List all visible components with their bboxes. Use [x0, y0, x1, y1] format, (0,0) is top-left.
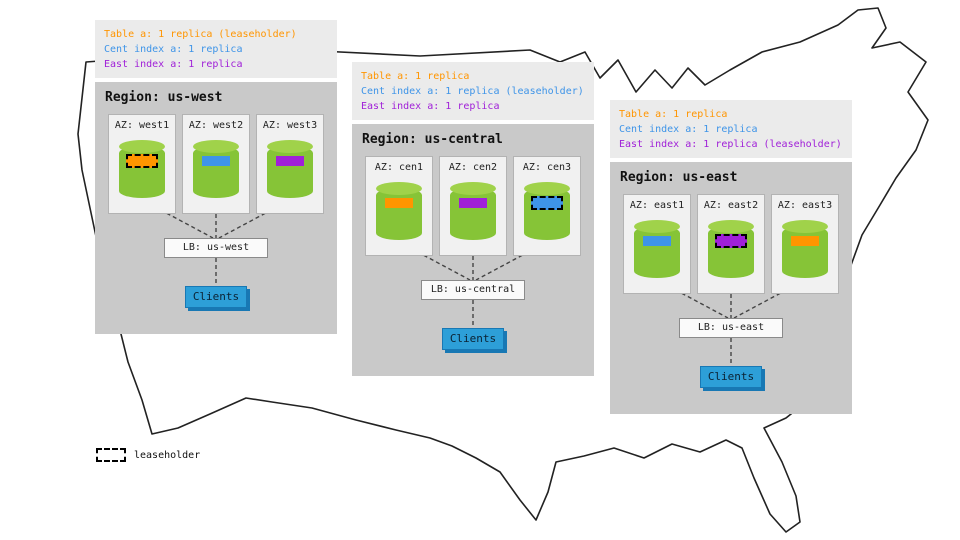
db-cylinder-top	[376, 182, 422, 195]
az-row: AZ: west1 AZ: west2 AZ: west3	[108, 114, 324, 214]
summary-line-table: Table a: 1 replica	[619, 109, 728, 120]
db-cylinder-top	[119, 140, 165, 153]
clients-box: Clients	[185, 286, 247, 308]
clients-box: Clients	[700, 366, 762, 388]
region-title: Region: us-central	[362, 132, 503, 147]
replica-summary: Table a: 1 replica (leaseholder) Cent in…	[95, 20, 337, 78]
summary-line-east-index: East index a: 1 replica (leaseholder)	[619, 139, 842, 150]
az-box: AZ: west1	[108, 114, 176, 214]
db-cylinder	[119, 140, 165, 198]
db-cylinder	[524, 182, 570, 240]
az-box: AZ: east3	[771, 194, 839, 294]
db-cylinder-top	[450, 182, 496, 195]
db-cylinder-body	[193, 146, 239, 198]
load-balancer: LB: us-west	[164, 238, 268, 258]
db-cylinder	[708, 220, 754, 278]
az-label: AZ: east3	[777, 200, 833, 211]
az-row: AZ: cen1 AZ: cen2 AZ: cen3	[365, 156, 581, 256]
db-cylinder-body	[634, 226, 680, 278]
summary-line-table: Table a: 1 replica (leaseholder)	[104, 29, 297, 40]
legend-label: leaseholder	[134, 449, 201, 461]
az-label: AZ: east1	[629, 200, 685, 211]
az-row: AZ: east1 AZ: east2 AZ: east3	[623, 194, 839, 294]
db-cylinder	[267, 140, 313, 198]
db-cylinder-body	[267, 146, 313, 198]
db-cylinder	[782, 220, 828, 278]
replica-bar	[643, 236, 671, 246]
region-panel: Region: us-east AZ: east1 AZ: east2	[610, 162, 852, 414]
az-label: AZ: cen3	[522, 162, 572, 173]
db-cylinder	[376, 182, 422, 240]
replica-bar	[126, 154, 158, 168]
leaseholder-swatch-icon	[96, 448, 126, 462]
az-box: AZ: east1	[623, 194, 691, 294]
region-title: Region: us-west	[105, 90, 223, 105]
db-cylinder-body	[450, 188, 496, 240]
db-cylinder-top	[193, 140, 239, 153]
az-label: AZ: cen2	[448, 162, 498, 173]
replica-bar	[385, 198, 413, 208]
db-cylinder	[450, 182, 496, 240]
az-label: AZ: cen1	[374, 162, 424, 173]
load-balancer: LB: us-east	[679, 318, 783, 338]
az-label: AZ: west1	[114, 120, 170, 131]
az-label: AZ: west3	[262, 120, 318, 131]
db-cylinder-top	[782, 220, 828, 233]
replica-bar	[202, 156, 230, 166]
az-box: AZ: cen1	[365, 156, 433, 256]
summary-line-cent-index: Cent index a: 1 replica	[104, 44, 243, 55]
region-title: Region: us-east	[620, 170, 738, 185]
replica-bar	[715, 234, 747, 248]
region-panel: Region: us-west AZ: west1 AZ: west2	[95, 82, 337, 334]
summary-line-east-index: East index a: 1 replica	[104, 59, 243, 70]
db-cylinder	[193, 140, 239, 198]
summary-line-cent-index: Cent index a: 1 replica (leaseholder)	[361, 86, 584, 97]
db-cylinder-body	[376, 188, 422, 240]
az-box: AZ: cen2	[439, 156, 507, 256]
db-cylinder-body	[782, 226, 828, 278]
replica-summary: Table a: 1 replica Cent index a: 1 repli…	[352, 62, 594, 120]
legend: leaseholder	[96, 448, 200, 462]
region-us-east: Table a: 1 replica Cent index a: 1 repli…	[610, 100, 852, 414]
db-cylinder	[634, 220, 680, 278]
db-cylinder-top	[634, 220, 680, 233]
db-cylinder-top	[524, 182, 570, 195]
replica-bar	[276, 156, 304, 166]
summary-line-cent-index: Cent index a: 1 replica	[619, 124, 758, 135]
replica-bar	[459, 198, 487, 208]
region-panel: Region: us-central AZ: cen1 AZ: cen2	[352, 124, 594, 376]
summary-line-east-index: East index a: 1 replica	[361, 101, 500, 112]
az-box: AZ: east2	[697, 194, 765, 294]
replica-bar	[791, 236, 819, 246]
region-us-west: Table a: 1 replica (leaseholder) Cent in…	[95, 20, 337, 334]
clients-box: Clients	[442, 328, 504, 350]
az-box: AZ: west3	[256, 114, 324, 214]
replica-bar	[531, 196, 563, 210]
db-cylinder-top	[708, 220, 754, 233]
summary-line-table: Table a: 1 replica	[361, 71, 470, 82]
az-box: AZ: cen3	[513, 156, 581, 256]
db-cylinder-top	[267, 140, 313, 153]
az-box: AZ: west2	[182, 114, 250, 214]
az-label: AZ: east2	[703, 200, 759, 211]
region-us-central: Table a: 1 replica Cent index a: 1 repli…	[352, 62, 594, 376]
load-balancer: LB: us-central	[421, 280, 525, 300]
replica-summary: Table a: 1 replica Cent index a: 1 repli…	[610, 100, 852, 158]
az-label: AZ: west2	[188, 120, 244, 131]
